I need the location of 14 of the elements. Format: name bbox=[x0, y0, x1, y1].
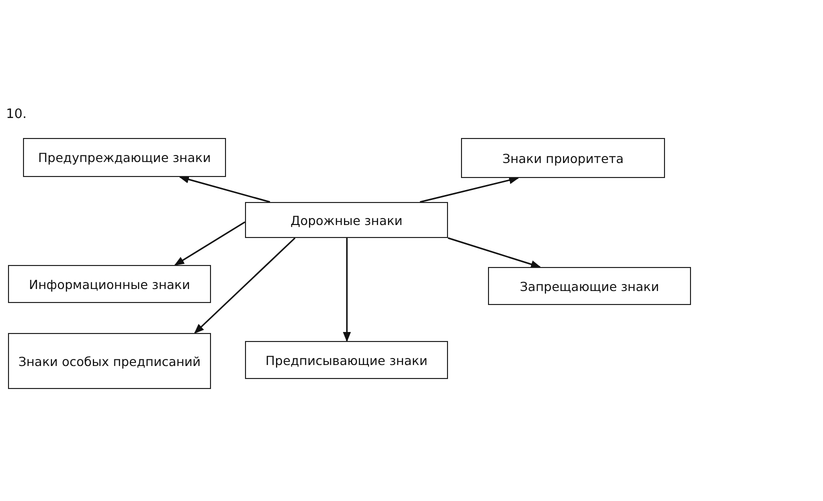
arrow bbox=[194, 237, 296, 334]
arrow bbox=[448, 237, 541, 268]
task-number: 10. bbox=[6, 107, 27, 122]
category-box: Информационные знаки bbox=[8, 265, 211, 303]
category-box: Предписывающие знаки bbox=[245, 341, 448, 379]
category-box: Запрещающие знаки bbox=[488, 267, 691, 305]
category-box: Знаки особых предписаний bbox=[8, 333, 211, 389]
arrow bbox=[178, 176, 270, 203]
arrow bbox=[174, 221, 246, 266]
category-box: Знаки приоритета bbox=[461, 138, 665, 178]
arrow bbox=[420, 176, 520, 203]
arrow bbox=[342, 238, 351, 342]
category-box: Предупреждающие знаки bbox=[23, 138, 226, 177]
category-box: Дорожные знаки bbox=[245, 202, 448, 238]
